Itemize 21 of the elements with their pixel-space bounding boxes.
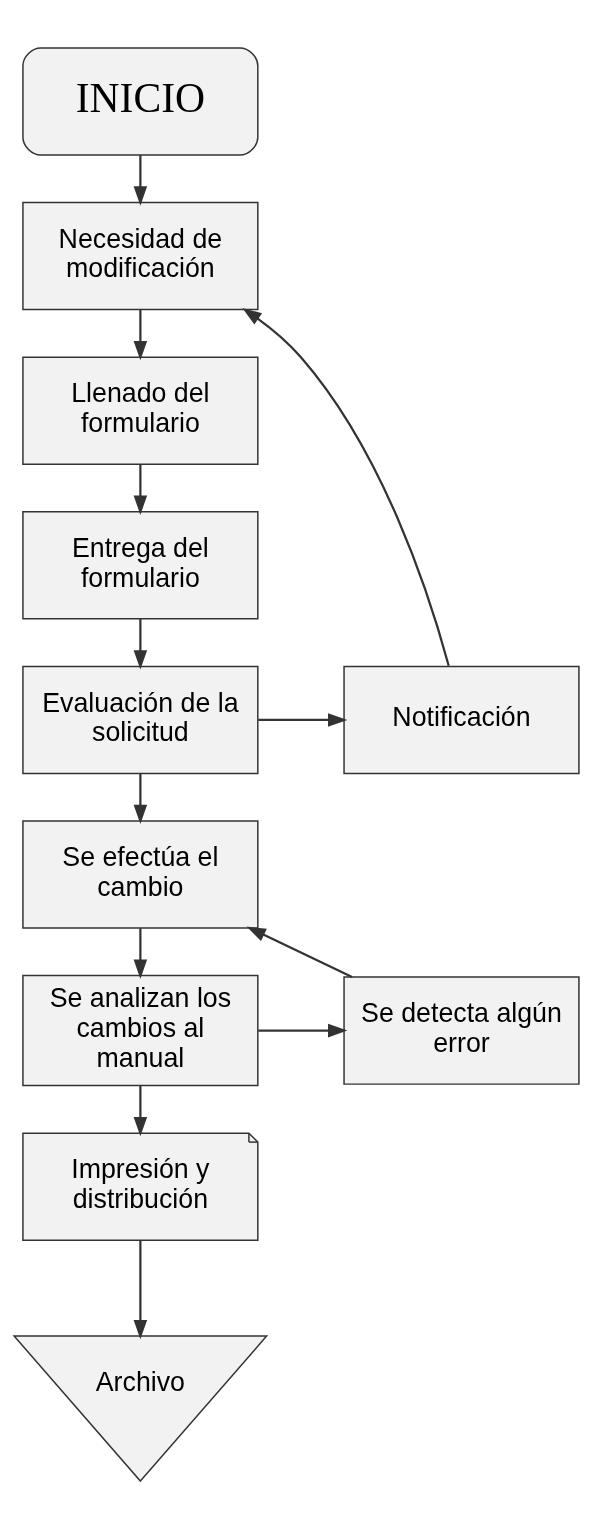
node-box: Notificación [343,665,580,775]
node-box: Se efectúa el cambio [22,820,259,929]
arrow [133,618,148,670]
node-box: Evaluación de la solicitud [22,665,259,775]
node-box: Se analizan los cambios al manual [22,974,259,1087]
arrow [133,928,148,979]
arrow [133,1240,148,1340]
arrow [133,773,148,825]
node-box: Necesidad de modificación [22,201,259,311]
arrow [246,926,353,978]
node-box: INICIO [22,47,259,156]
arrow [258,1023,348,1038]
arrow [133,155,148,206]
node-box: Se detecta algún error [343,976,580,1085]
arrow [133,309,148,361]
node-box: Llenado del formulario [22,356,259,465]
node-box: Entrega del formulario [22,511,259,620]
arrow [133,464,148,515]
arrow [242,307,450,667]
arrow [258,713,348,727]
arrow [133,1085,148,1137]
